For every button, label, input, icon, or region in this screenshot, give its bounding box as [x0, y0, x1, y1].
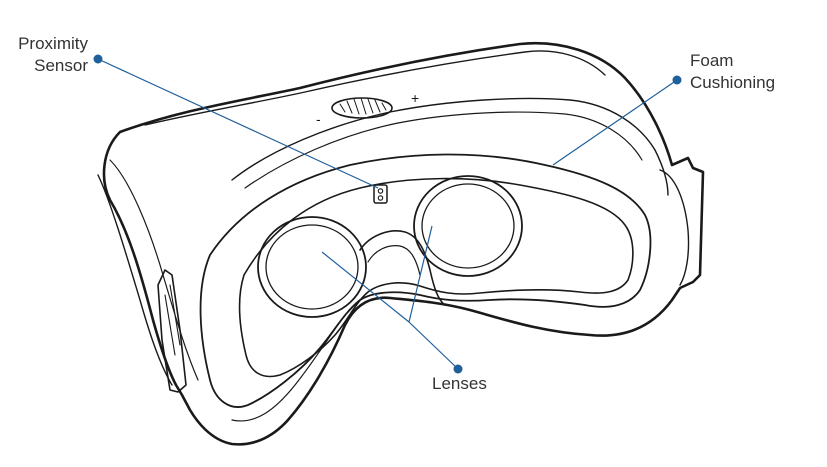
focus-minus-symbol: - [316, 111, 321, 127]
side-button-line [164, 284, 181, 356]
proximity-callout-dot [93, 54, 103, 64]
focus-plus-symbol: + [411, 90, 419, 106]
foam-cushioning-label-line-1: Foam [690, 51, 734, 70]
focus-wheel [331, 97, 393, 119]
foam-cushion-inner [238, 177, 634, 378]
left-shell-edge-2 [109, 159, 199, 381]
right-lens [413, 175, 523, 277]
lenses-callout-line-right [408, 225, 433, 323]
proximity-sensor-dot-top [377, 188, 384, 194]
upper-rim-inner [244, 111, 643, 189]
lenses-callout-dot [453, 364, 463, 374]
foam-cushion-outer [199, 153, 652, 408]
right-lens-inner [421, 183, 515, 269]
proximity-sensor-label-line-2: Sensor [34, 56, 88, 75]
foam-cushioning-label-line-2: Cushioning [690, 73, 776, 92]
left-lens-inner [265, 224, 359, 310]
proximity-sensor [373, 184, 388, 204]
foam-callout-dot [672, 75, 682, 85]
nose-bridge [359, 230, 446, 306]
left-lens [257, 216, 367, 318]
proximity-sensor-label-line-1: Proximity [18, 34, 88, 53]
upper-rim [231, 97, 669, 196]
focus-wheel-knurl [339, 97, 387, 115]
left-shell-edge [97, 174, 173, 386]
foam-callout-line [552, 79, 678, 166]
lenses-callout-line-left [321, 251, 410, 323]
lenses-label: Lenses [432, 374, 487, 393]
right-side-strap [659, 169, 690, 286]
bottom-rim [231, 314, 346, 422]
top-strap [144, 50, 606, 126]
proximity-callout-line [97, 58, 379, 189]
proximity-sensor-label: Proximity Sensor [8, 33, 88, 77]
foam-cushioning-label: Foam Cushioning [690, 50, 775, 94]
proximity-sensor-dot-bottom [377, 195, 384, 201]
nose-bridge-inner [367, 245, 421, 276]
lenses-callout-line-down [408, 321, 459, 370]
side-buttons [157, 269, 187, 393]
